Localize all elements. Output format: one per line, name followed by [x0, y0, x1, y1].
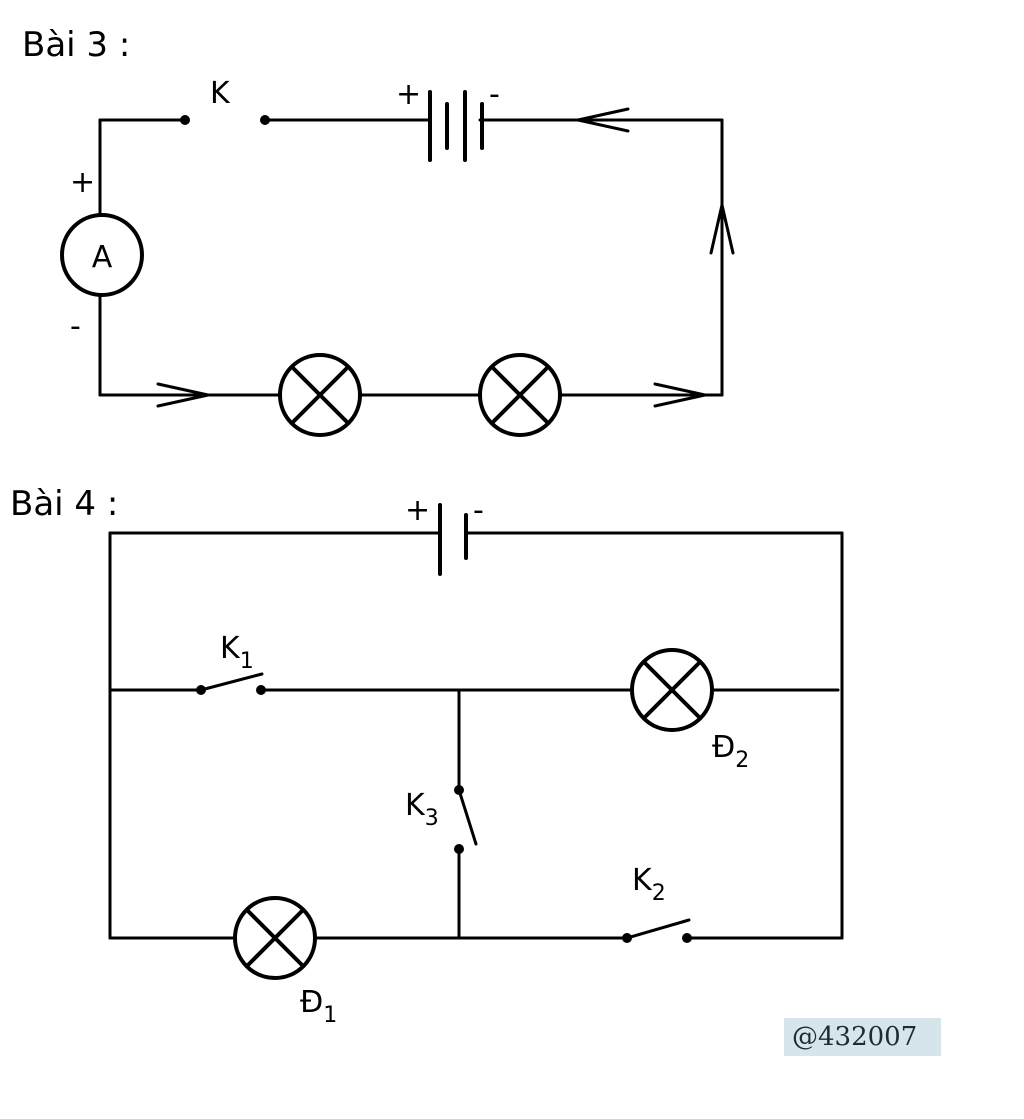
bai3-ammeter-plus: +	[70, 165, 95, 200]
bai3-arrow-top-left	[577, 107, 630, 133]
bai3-lamp-1	[278, 353, 362, 437]
bai4-lamp-d1: Đ1	[233, 896, 337, 1028]
watermark: @432007	[784, 1018, 941, 1056]
bai3-lamp-2-cross-b	[490, 365, 550, 425]
bai4-circuit: Bài 4 : + - K1 Đ2	[10, 484, 844, 1028]
bai3-arrow-right-up	[709, 204, 735, 255]
watermark-text: @432007	[792, 1022, 917, 1052]
bai3-switch-contact-left	[180, 115, 190, 125]
bai3-battery-minus: -	[489, 77, 500, 112]
bai3-title: Bài 3 :	[22, 25, 130, 65]
bai4-battery-minus: -	[473, 493, 484, 528]
bai3-battery-plus: +	[396, 77, 421, 112]
bai4-d2-label: Đ2	[712, 730, 749, 773]
bai3-lamp-1-cross-b	[290, 365, 350, 425]
bai4-k3-contact-bottom	[454, 844, 464, 854]
bai3-ammeter-circle	[60, 213, 144, 297]
bai4-k2-blade	[625, 918, 691, 940]
bai4-k2-label: K2	[632, 863, 666, 906]
bai3-battery: + -	[396, 77, 500, 162]
bai4-lamp-d2: Đ2	[630, 648, 749, 773]
bai4-d1-cross-b	[245, 908, 305, 968]
bai3-ammeter: A + -	[60, 165, 144, 344]
bai4-d1-label: Đ1	[300, 985, 337, 1028]
bai3-arrow-bottom-right-2	[653, 382, 706, 408]
bai4-switch-k1: K1	[196, 631, 266, 695]
bai4-k1-label: K1	[220, 631, 254, 674]
bai3-ammeter-minus: -	[70, 309, 81, 344]
bai4-switch-k2: K2	[622, 863, 692, 943]
bai4-battery: + -	[405, 493, 484, 576]
bai4-k2-contact-right	[682, 933, 692, 943]
bai4-k1-contact-right	[256, 685, 266, 695]
bai3-arrow-bottom-right-1	[156, 382, 209, 408]
bai3-switch-k: K	[180, 76, 270, 125]
bai3-switch-label: K	[210, 76, 231, 111]
bai3-lamp-2	[478, 353, 562, 437]
bai4-title: Bài 4 :	[10, 484, 118, 524]
bai3-circuit: Bài 3 : K + - A + -	[22, 25, 735, 437]
bai3-ammeter-label: A	[92, 240, 113, 275]
bai4-k1-blade	[199, 672, 264, 692]
bai4-battery-plus: +	[405, 493, 430, 528]
bai4-k3-label: K3	[405, 788, 439, 831]
bai3-switch-contact-right	[260, 115, 270, 125]
watermark-background	[784, 1018, 941, 1056]
bai4-switch-k3: K3	[405, 785, 478, 854]
bai4-d2-cross-b	[642, 660, 702, 720]
bai4-k3-blade	[457, 788, 478, 846]
